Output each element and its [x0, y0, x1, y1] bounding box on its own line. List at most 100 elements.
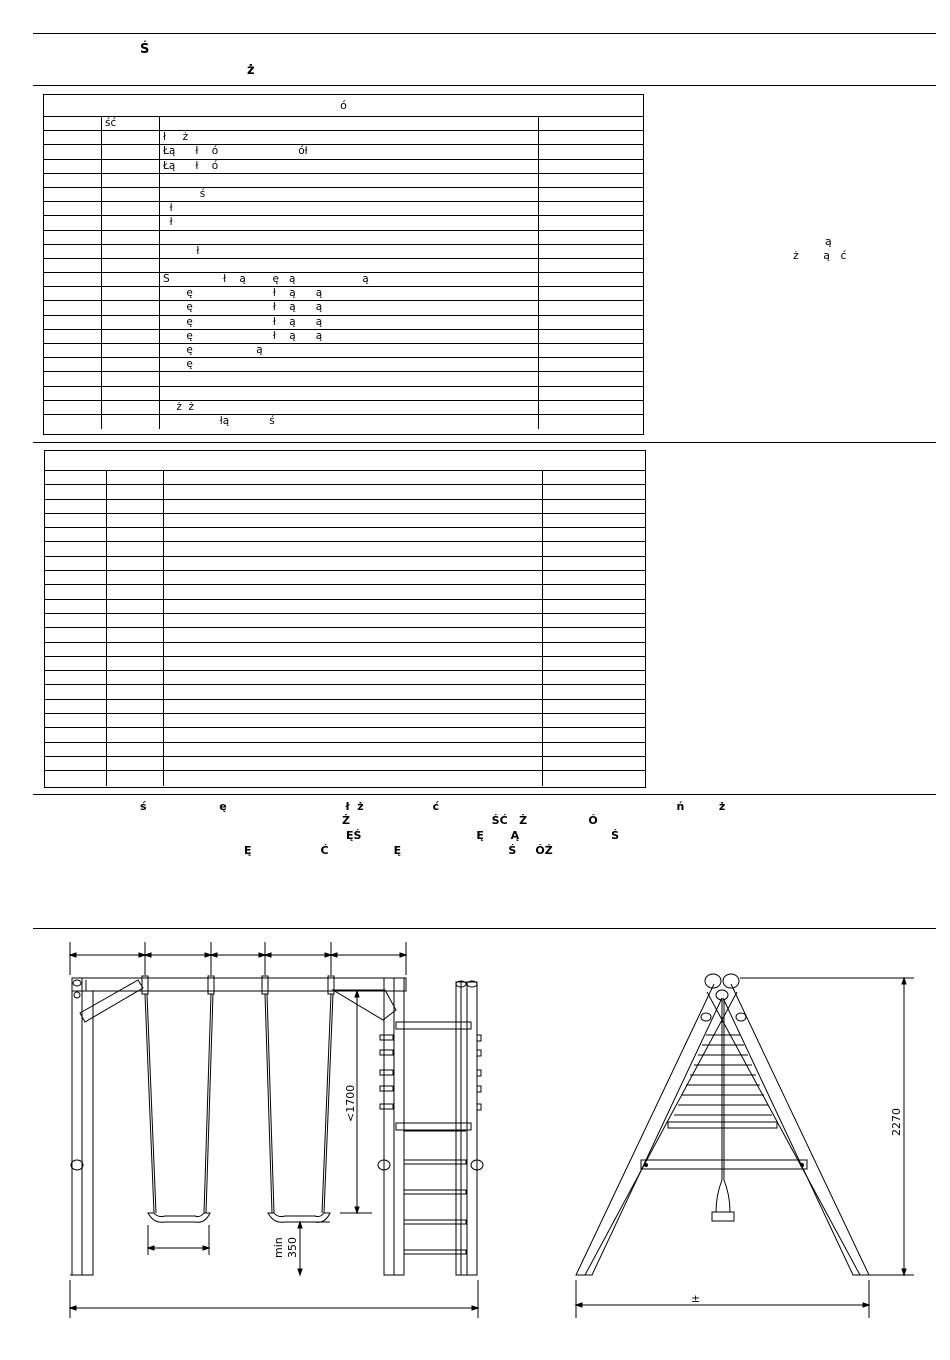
dim-total-height: 2270: [890, 1108, 903, 1136]
table-cell: [164, 499, 544, 513]
table-row: ł: [44, 244, 643, 259]
warning-line-2: Ż ŚĆ Ż Ó: [342, 814, 598, 827]
table-cell: [107, 513, 164, 528]
rule-table2-bottom: [33, 794, 936, 795]
table-cell: [45, 699, 107, 714]
table-cell: [44, 202, 102, 216]
table-cell: [107, 471, 164, 485]
table-row: [45, 571, 645, 586]
empty-table-title: [45, 451, 645, 471]
table-row: ł: [44, 216, 643, 231]
table-cell: Łą ł ó ół: [160, 145, 539, 159]
table-cell: [164, 756, 544, 771]
side-note-line-1: ą: [825, 235, 832, 248]
table-cell: [45, 556, 107, 571]
dim-seat-value: 350: [286, 1237, 299, 1258]
table-row: [45, 513, 645, 529]
table-cell: [107, 599, 164, 613]
dim-height-label: <1700: [344, 1085, 357, 1122]
table-cell: [164, 628, 544, 642]
rule-header-bottom: [33, 85, 936, 86]
parts-table-title: ó: [44, 95, 643, 117]
table-cell: ś: [160, 187, 539, 202]
table-cell: [44, 173, 102, 187]
parts-table-header-row: ść: [44, 117, 643, 132]
table-cell: [164, 728, 544, 742]
table-cell: [44, 131, 102, 145]
table-cell: [102, 358, 160, 372]
table-row: [45, 542, 645, 557]
table-cell: Ś ł ą ę ą ą: [160, 273, 539, 287]
table-row: [45, 485, 645, 500]
table-cell: [44, 216, 102, 230]
table-row: ę ł ą ą: [44, 301, 643, 316]
table-cell: ł: [160, 244, 539, 258]
table-row: ł: [44, 202, 643, 217]
table-cell: [164, 671, 544, 685]
table-row: ę ą: [44, 344, 643, 359]
table-row: [45, 471, 645, 486]
table-row: [45, 699, 645, 715]
table-cell: ę: [160, 358, 539, 372]
table-cell: [44, 244, 102, 258]
table-cell: [102, 187, 160, 202]
table-cell: [102, 202, 160, 216]
table-cell: [45, 599, 107, 613]
table-cell: ę ą: [160, 344, 539, 358]
table-row: ż ż: [44, 400, 643, 415]
table-cell: [164, 513, 544, 528]
table-cell: [107, 528, 164, 542]
table-row: [44, 372, 643, 387]
table-row: Łą ł ó: [44, 159, 643, 174]
table-row: ł ż: [44, 131, 643, 146]
table-cell: [102, 258, 160, 273]
table-cell: [44, 358, 102, 372]
table-cell: [44, 386, 102, 400]
table-row: ę: [44, 358, 643, 373]
table-cell: [160, 386, 539, 400]
table-cell: [107, 585, 164, 599]
table-cell: [107, 714, 164, 728]
table-cell: [164, 771, 544, 786]
table-cell: [107, 542, 164, 556]
table-cell: [102, 244, 160, 258]
table-cell: [44, 187, 102, 202]
side-note-line-2: ż ą ć: [793, 249, 847, 262]
table-row: [45, 742, 645, 757]
table-cell: [102, 273, 160, 287]
table-cell: [102, 372, 160, 386]
table-cell: [160, 117, 539, 131]
table-cell: [45, 485, 107, 499]
table-cell: ść: [102, 117, 160, 131]
table-row: Łą ł ó ół: [44, 145, 643, 160]
table-cell: [44, 372, 102, 386]
table-row: [44, 258, 643, 274]
table-cell: [44, 258, 102, 273]
table-cell: [107, 728, 164, 742]
table-cell: [107, 613, 164, 628]
table-row: [45, 499, 645, 514]
table-cell: [44, 159, 102, 173]
table-cell: [44, 315, 102, 329]
warning-line-4: Ę Ć Ę Ś ÓŹ: [244, 844, 553, 857]
table-cell: [164, 685, 544, 699]
table-row: [44, 386, 643, 401]
table-cell: [102, 329, 160, 343]
table-cell: ę ł ą ą: [160, 329, 539, 343]
table-cell: [45, 685, 107, 699]
front-view-drawing: [68, 942, 484, 1318]
table-cell: [44, 344, 102, 358]
table-cell: [107, 656, 164, 671]
table-row: [44, 173, 643, 188]
table-cell: ż ż: [160, 400, 539, 414]
table-cell: [102, 386, 160, 400]
header-line-2: ż: [247, 63, 255, 78]
warning-line-3: ĘŚ Ę Ą Ś: [346, 829, 619, 842]
table-cell: [102, 315, 160, 329]
table-row: [45, 585, 645, 600]
table-row: [44, 230, 643, 245]
table-cell: [160, 258, 539, 273]
table-cell: [102, 301, 160, 315]
table-cell: [45, 628, 107, 642]
